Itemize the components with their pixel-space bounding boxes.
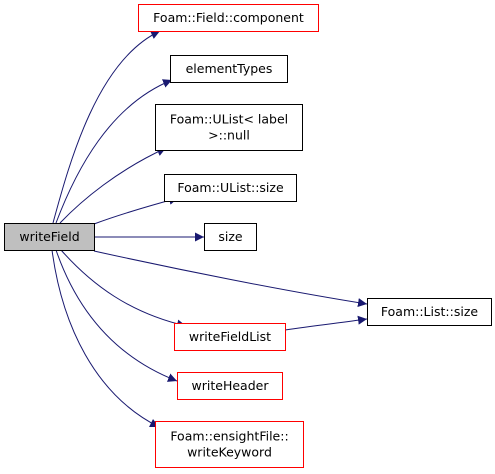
node-label-ensight-writeKeyword: writeKeyword [187, 445, 272, 460]
node-ensight-writeKeyword[interactable]: Foam::ensightFile::writeKeyword [155, 421, 304, 468]
node-label-writeHeader: writeHeader [192, 378, 270, 393]
edge-writeField-to-list-size [93, 250, 368, 308]
node-label-size: size [218, 229, 243, 244]
node-label-list-size: Foam::List::size [381, 304, 478, 319]
node-box-size [204, 223, 257, 251]
edge-writeField-to-writeHeader [55, 249, 178, 382]
node-label-field-component: Foam::Field::component [153, 10, 304, 25]
node-label-writeField: writeField [19, 229, 79, 244]
edge-writeField-to-field-component [52, 30, 161, 224]
node-label-ulist-null: >::null [208, 128, 250, 143]
node-label-ensight-writeKeyword: Foam::ensightFile:: [170, 429, 288, 444]
node-size[interactable]: size [204, 223, 257, 251]
edge-writeFieldList-to-list-size [284, 315, 368, 331]
edges [51, 30, 368, 428]
node-box-writeFieldList [174, 323, 286, 351]
node-field-component[interactable]: Foam::Field::component [138, 4, 319, 32]
node-label-writeFieldList: writeFieldList [189, 329, 271, 344]
edge-writeField-to-writeFieldList [60, 249, 187, 329]
node-writeFieldList[interactable]: writeFieldList [174, 323, 286, 351]
node-list-size[interactable]: Foam::List::size [367, 298, 492, 326]
edge-writeField-to-ensight-writeKeyword [51, 249, 160, 428]
node-box-elementTypes [170, 55, 288, 83]
node-elementTypes[interactable]: elementTypes [170, 55, 288, 83]
node-writeHeader[interactable]: writeHeader [177, 372, 283, 400]
node-label-ulist-size: Foam::UList::size [177, 180, 284, 195]
nodes: writeField Foam::Field::componentelementT… [4, 4, 492, 468]
node-label-ulist-null: Foam::UList< label [170, 112, 288, 127]
node-box-list-size [367, 298, 492, 326]
node-box-writeField [4, 223, 95, 251]
node-box-writeHeader [177, 372, 283, 400]
node-ulist-size[interactable]: Foam::UList::size [164, 174, 297, 202]
node-box-ensight-writeKeyword [155, 421, 304, 468]
node-box-ulist-null [155, 104, 303, 151]
node-box-field-component [138, 4, 319, 32]
edge-writeField-to-ulist-null [59, 147, 167, 224]
edge-writeField-to-elementTypes [55, 79, 173, 224]
node-writeField[interactable]: writeField [4, 223, 95, 251]
node-label-elementTypes: elementTypes [186, 61, 273, 76]
node-ulist-null[interactable]: Foam::UList< label>::null [155, 104, 303, 151]
node-box-ulist-size [164, 174, 297, 202]
